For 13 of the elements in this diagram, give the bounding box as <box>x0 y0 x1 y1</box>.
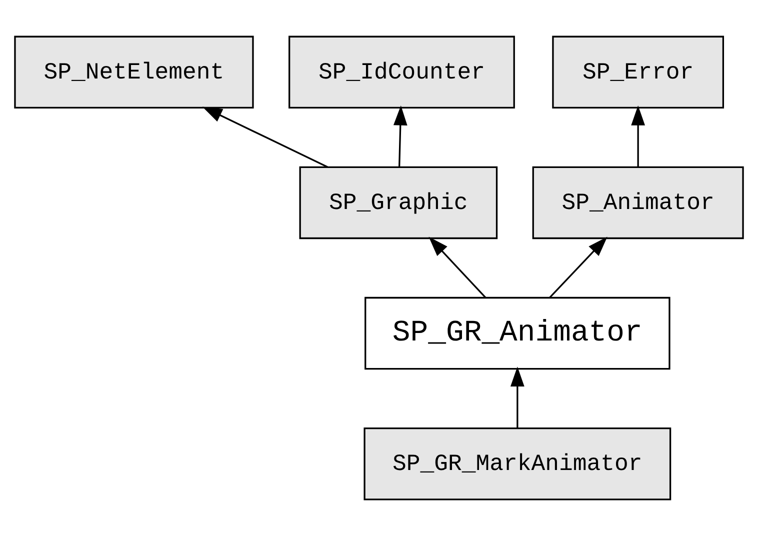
node-box: SP_NetElement <box>14 36 254 108</box>
arrow <box>428 236 486 298</box>
arrow <box>549 236 608 298</box>
node-box: SP_GR_MarkAnimator <box>364 428 672 500</box>
node-box: SP_GR_Animator <box>364 296 670 370</box>
node-box: SP_Graphic <box>299 166 498 240</box>
arrow <box>202 106 328 168</box>
node-box: SP_Error <box>552 36 724 108</box>
arrow <box>631 106 646 167</box>
arrow <box>393 106 408 167</box>
node-box: SP_IdCounter <box>288 36 515 108</box>
node-box: SP_Animator <box>532 166 744 240</box>
arrow <box>510 366 524 428</box>
